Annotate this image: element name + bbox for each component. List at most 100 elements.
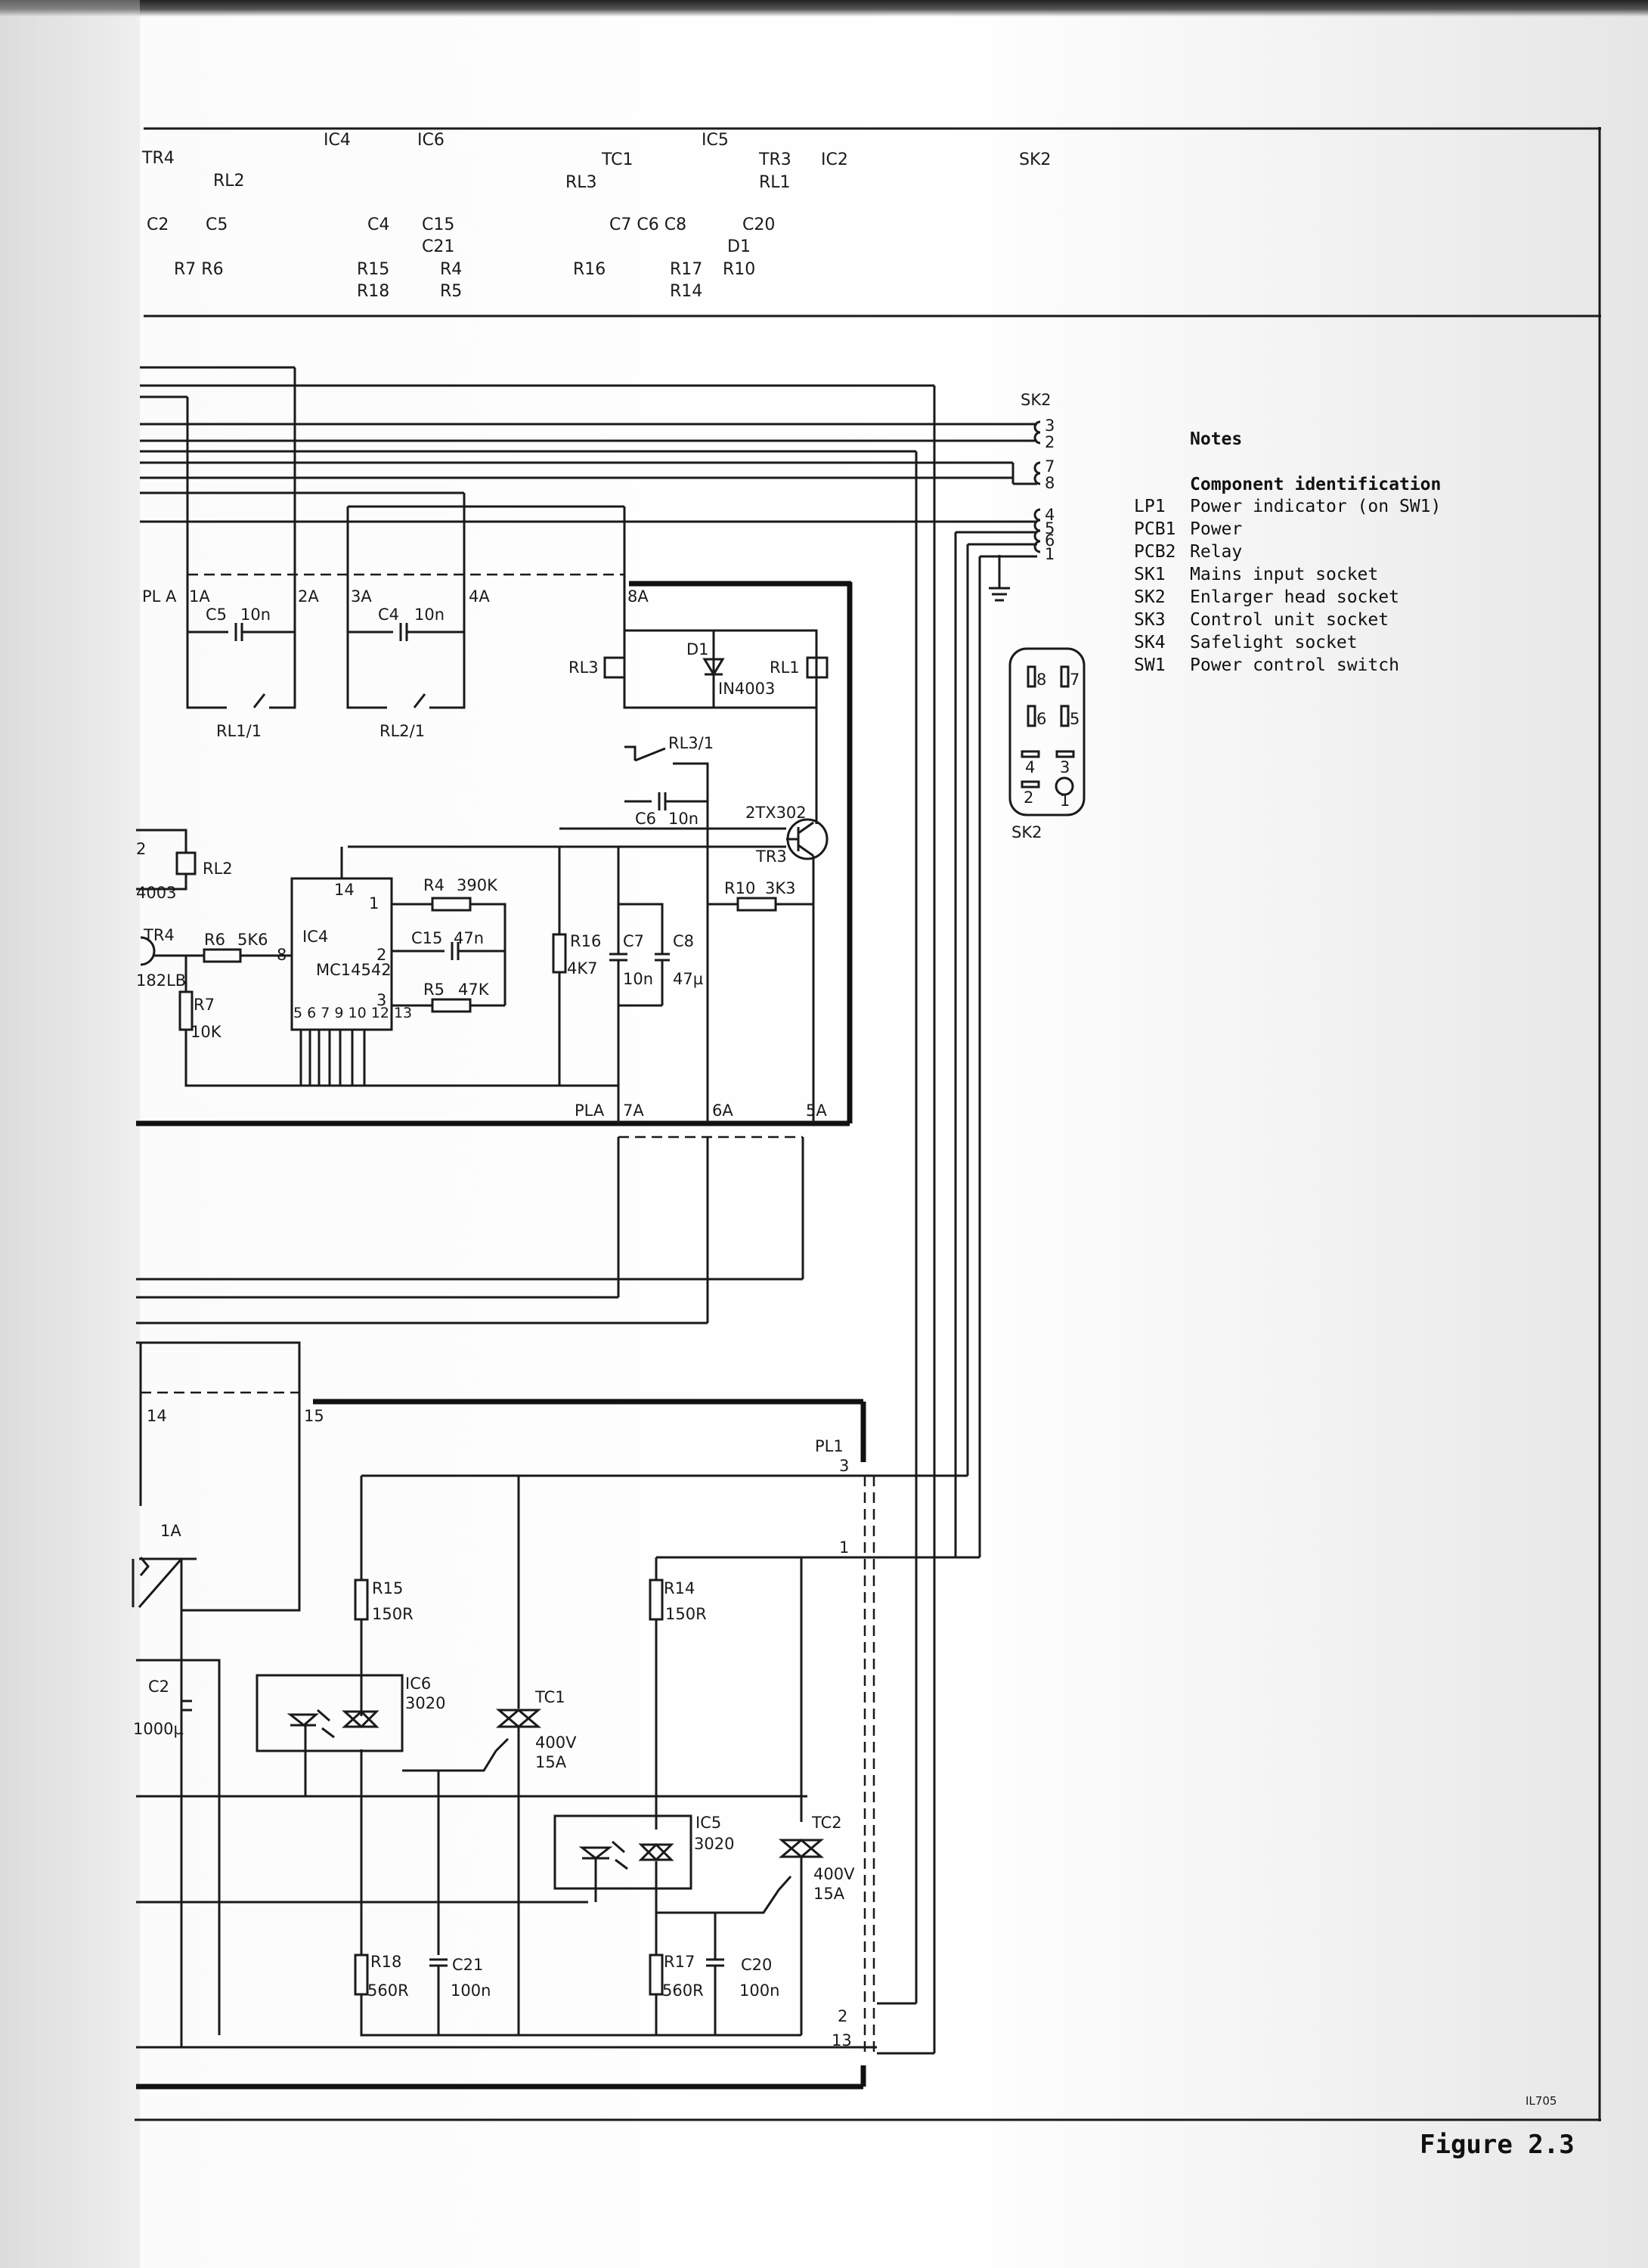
svg-text:10n: 10n: [668, 810, 699, 828]
scan-edge-shadow: [0, 0, 1648, 17]
svg-text:C2: C2: [148, 1678, 169, 1696]
svg-text:47n: 47n: [454, 929, 484, 947]
earth-symbol: [989, 555, 1010, 602]
svg-text:R10: R10: [724, 879, 755, 897]
drawing-frame: [135, 127, 1601, 2121]
hdr-tc1: TC1: [601, 150, 633, 169]
svg-text:LP1: LP1: [1134, 497, 1166, 516]
svg-text:400V: 400V: [813, 1865, 855, 1883]
tr3-type: 2TX302: [745, 804, 807, 822]
svg-text:4003: 4003: [136, 884, 176, 902]
svg-text:5K6: 5K6: [237, 931, 268, 949]
svg-text:RL3: RL3: [568, 658, 599, 677]
svg-text:4K7: 4K7: [567, 959, 598, 978]
svg-text:IC5: IC5: [695, 1814, 721, 1832]
svg-text:2: 2: [376, 946, 386, 964]
svg-text:3020: 3020: [405, 1694, 445, 1712]
svg-text:D1: D1: [686, 640, 709, 658]
svg-text:PCB2: PCB2: [1134, 542, 1176, 562]
svg-text:560R: 560R: [367, 1981, 409, 2000]
svg-text:PCB1: PCB1: [1134, 519, 1176, 539]
svg-text:C20: C20: [741, 1956, 772, 1974]
svg-text:8A: 8A: [627, 587, 649, 606]
pla-top-label: PL A: [142, 587, 177, 606]
hdr-r7-r6: R7 R6: [174, 260, 224, 279]
svg-text:8: 8: [1036, 671, 1046, 689]
svg-text:1000µ: 1000µ: [133, 1720, 184, 1738]
hdr-c4: C4: [367, 215, 389, 234]
svg-text:3A: 3A: [351, 587, 372, 606]
hdr-r18: R18: [357, 282, 389, 301]
hdr-c5: C5: [206, 215, 228, 234]
sk2-label: SK2: [1021, 391, 1051, 409]
svg-text:IN4003: IN4003: [718, 680, 775, 698]
svg-text:C7: C7: [623, 932, 644, 950]
svg-text:2: 2: [136, 840, 146, 858]
hdr-r17: R17: [670, 260, 702, 279]
svg-text:10K: 10K: [191, 1023, 222, 1041]
drawing-number: IL705: [1526, 2094, 1557, 2108]
svg-text:6: 6: [1036, 710, 1046, 728]
svg-text:C15: C15: [411, 929, 442, 947]
svg-text:1: 1: [839, 1538, 849, 1557]
svg-text:47µ: 47µ: [673, 970, 703, 988]
svg-text:C4: C4: [378, 606, 399, 624]
svg-text:15A: 15A: [535, 1753, 567, 1771]
hdr-c15: C15: [422, 215, 454, 234]
svg-text:C5: C5: [206, 606, 227, 624]
svg-text:3: 3: [1045, 417, 1055, 435]
svg-text:15A: 15A: [813, 1885, 845, 1903]
hdr-tr4: TR4: [141, 149, 175, 168]
svg-text:Relay: Relay: [1190, 542, 1242, 562]
svg-text:3: 3: [1060, 758, 1070, 776]
svg-text:SK2: SK2: [1134, 587, 1166, 607]
svg-text:10n: 10n: [240, 606, 271, 624]
svg-text:150R: 150R: [665, 1605, 707, 1623]
svg-text:2A: 2A: [298, 587, 319, 606]
svg-text:8: 8: [1045, 474, 1055, 492]
svg-text:5: 5: [1070, 710, 1080, 728]
svg-text:SK1: SK1: [1134, 565, 1166, 584]
hdr-r10: R10: [723, 260, 755, 279]
hdr-c20: C20: [742, 215, 775, 234]
svg-text:R7: R7: [194, 996, 215, 1014]
svg-text:TR4: TR4: [143, 926, 175, 944]
svg-text:6: 6: [1045, 531, 1055, 550]
svg-text:1: 1: [1045, 545, 1055, 563]
svg-text:3: 3: [376, 991, 386, 1009]
svg-text:7: 7: [1070, 671, 1080, 689]
pl1-label: PL1: [815, 1437, 844, 1455]
hdr-r16: R16: [573, 260, 606, 279]
svg-text:10n: 10n: [414, 606, 445, 624]
svg-text:R18: R18: [370, 1953, 401, 1971]
svg-text:4A: 4A: [469, 587, 490, 606]
svg-text:3K3: 3K3: [765, 879, 796, 897]
hdr-rl1: RL1: [759, 173, 791, 192]
sk2-connector-label: SK2: [1011, 823, 1042, 841]
svg-text:4: 4: [1045, 506, 1055, 524]
svg-text:1: 1: [369, 894, 379, 912]
svg-text:5A: 5A: [806, 1101, 827, 1120]
svg-text:TC1: TC1: [534, 1688, 565, 1706]
notes-subtitle: Component identification: [1190, 475, 1441, 494]
interconnect-wires: [136, 366, 1037, 2055]
svg-text:R15: R15: [372, 1579, 403, 1597]
ic4-bottom-pins: 5 6 7 9 10 12 13: [293, 1005, 412, 1021]
svg-text:Control unit socket: Control unit socket: [1190, 610, 1389, 630]
svg-text:2: 2: [1024, 789, 1033, 807]
hdr-sk2: SK2: [1019, 150, 1051, 169]
svg-text:5: 5: [1045, 519, 1055, 538]
component-location-header: TR4 C2 R7 R6 RL2 C5 IC4 C4 R15 R18 IC6 C…: [141, 131, 1051, 301]
hdr-ic2: IC2: [821, 150, 848, 169]
svg-text:RL2: RL2: [203, 860, 233, 878]
hdr-rl2: RL2: [213, 172, 245, 191]
svg-text:4: 4: [1025, 758, 1035, 776]
paper-fold-shadow: [0, 0, 140, 2268]
svg-text:1: 1: [1060, 792, 1070, 810]
hdr-r4: R4: [440, 260, 462, 279]
svg-text:IC6: IC6: [405, 1675, 431, 1693]
svg-text:R6: R6: [204, 931, 225, 949]
svg-text:TC2: TC2: [811, 1814, 842, 1832]
